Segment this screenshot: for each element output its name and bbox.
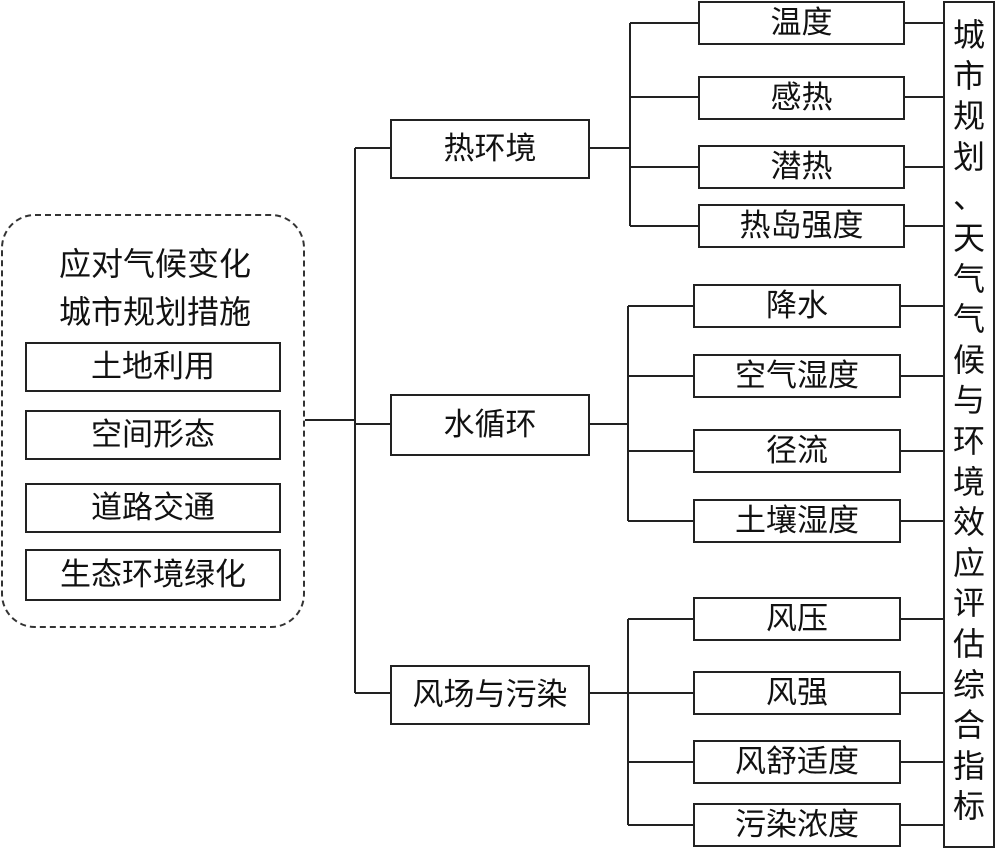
indicator-latent-heat: 潜热 <box>698 145 905 189</box>
evaluation-index-char: 天 <box>952 219 985 257</box>
indicator-wind-pressure: 风压 <box>693 597 901 641</box>
evaluation-index-char: 划 <box>952 137 985 176</box>
evaluation-index-char: 综 <box>952 665 985 704</box>
measures-group <box>1 214 305 628</box>
category-water-cycle: 水循环 <box>390 394 590 456</box>
category-wind-pollution: 风场与污染 <box>390 665 590 725</box>
evaluation-index-char: 指 <box>952 746 985 785</box>
measures-title-line2: 城市规划措施 <box>58 293 251 331</box>
measures-title-line1: 应对气候变化 <box>58 245 251 283</box>
indicator-temperature: 温度 <box>698 1 905 45</box>
evaluation-index-box: 城市规划、天气气候与环境效应评估综合指标 <box>943 1 995 848</box>
evaluation-index-char: 城 <box>952 16 985 54</box>
indicator-wind-strength: 风强 <box>693 671 901 715</box>
evaluation-index-char: 气 <box>952 300 985 339</box>
evaluation-index-char: 、 <box>952 178 985 217</box>
evaluation-index-char: 与 <box>952 381 985 420</box>
indicator-pollution-concentration: 污染浓度 <box>693 803 901 847</box>
evaluation-index-char: 环 <box>952 422 985 460</box>
measure-item-spatial-form: 空间形态 <box>25 410 281 460</box>
evaluation-index-char: 评 <box>952 584 985 623</box>
evaluation-index-char: 境 <box>952 462 985 501</box>
measure-item-land-use: 土地利用 <box>25 342 281 392</box>
indicator-wind-comfort: 风舒适度 <box>693 740 901 784</box>
evaluation-index-char: 候 <box>952 340 985 379</box>
indicator-runoff: 径流 <box>693 429 901 473</box>
evaluation-index-char: 应 <box>952 543 985 582</box>
indicator-sensible-heat: 感热 <box>698 76 905 120</box>
category-thermal-environment: 热环境 <box>390 119 590 179</box>
measure-item-road-traffic: 道路交通 <box>25 483 281 533</box>
evaluation-index-char: 市 <box>952 56 985 95</box>
evaluation-index-char: 规 <box>952 97 985 136</box>
evaluation-index-char: 气 <box>952 259 985 298</box>
indicator-air-humidity: 空气湿度 <box>693 354 901 398</box>
measure-item-eco-greening: 生态环境绿化 <box>25 549 281 601</box>
indicator-heat-island-intensity: 热岛强度 <box>698 204 905 248</box>
evaluation-index-char: 标 <box>952 787 985 826</box>
indicator-precipitation: 降水 <box>693 284 901 328</box>
evaluation-index-char: 估 <box>952 625 985 663</box>
indicator-soil-moisture: 土壤湿度 <box>693 499 901 543</box>
evaluation-index-char: 效 <box>952 503 985 542</box>
evaluation-index-char: 合 <box>952 706 985 745</box>
